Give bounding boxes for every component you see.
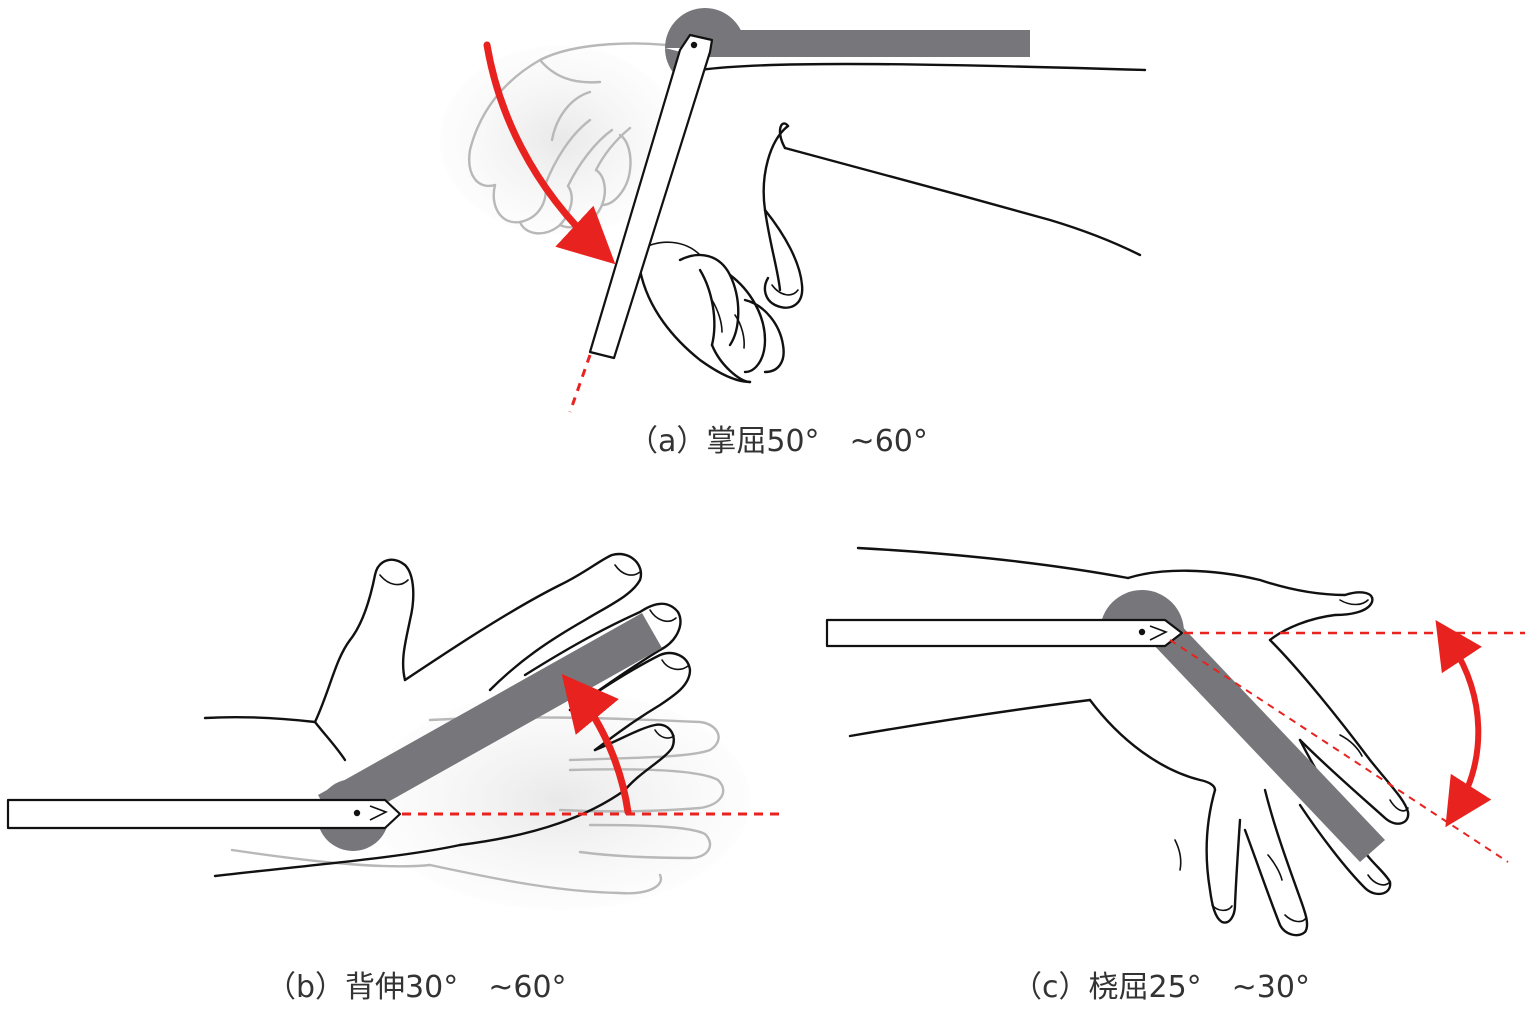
panel-b-fixed-arm — [6, 798, 402, 830]
panel-a-goniometer — [568, 8, 1030, 413]
panel-a-pivot — [690, 41, 698, 49]
panel-b-forearm-bottom — [213, 843, 462, 878]
panel-c-fixed-arm — [825, 618, 1184, 648]
caption-panel-c: （c）桡屈25° ~30° — [1012, 970, 1310, 1005]
panel-a-moving-arm — [588, 33, 714, 360]
panel-c-forearm-bottom — [848, 698, 1092, 738]
panel-c-goniometer — [825, 590, 1525, 863]
panel-a-forearm-bottom — [783, 146, 1142, 257]
panel-b-forearm-top — [203, 716, 317, 724]
panel-c-forearm-top — [856, 546, 1130, 580]
panel-a-axis-dashed — [568, 354, 592, 413]
panel-c-moving-arm — [1130, 598, 1385, 862]
panel-c-radial-deviation — [825, 546, 1525, 937]
panel-c-axis-oblique — [1169, 639, 1509, 863]
panel-b-motion-arrow — [561, 673, 632, 816]
panel-c-hand — [1088, 569, 1410, 937]
panel-b-dorsal-extension — [6, 552, 785, 910]
panel-b-moving-arm — [318, 613, 662, 830]
caption-panel-b: （b）背伸30° ~60° — [266, 970, 567, 1005]
panel-a-palmar-flexion — [440, 8, 1147, 413]
panel-b-pivot — [353, 809, 361, 817]
panel-b-goniometer — [6, 613, 785, 851]
panel-a-forearm-top — [698, 62, 1147, 72]
caption-panel-a: （a）掌屈50° ~60° — [628, 424, 928, 459]
panel-a-motion-arrow — [483, 41, 616, 265]
panel-a-fixed-arm — [705, 30, 1030, 57]
panel-c-motion-arrow — [1435, 619, 1492, 828]
panel-b-extended-hand — [313, 552, 692, 847]
panel-c-pivot — [1138, 628, 1146, 636]
